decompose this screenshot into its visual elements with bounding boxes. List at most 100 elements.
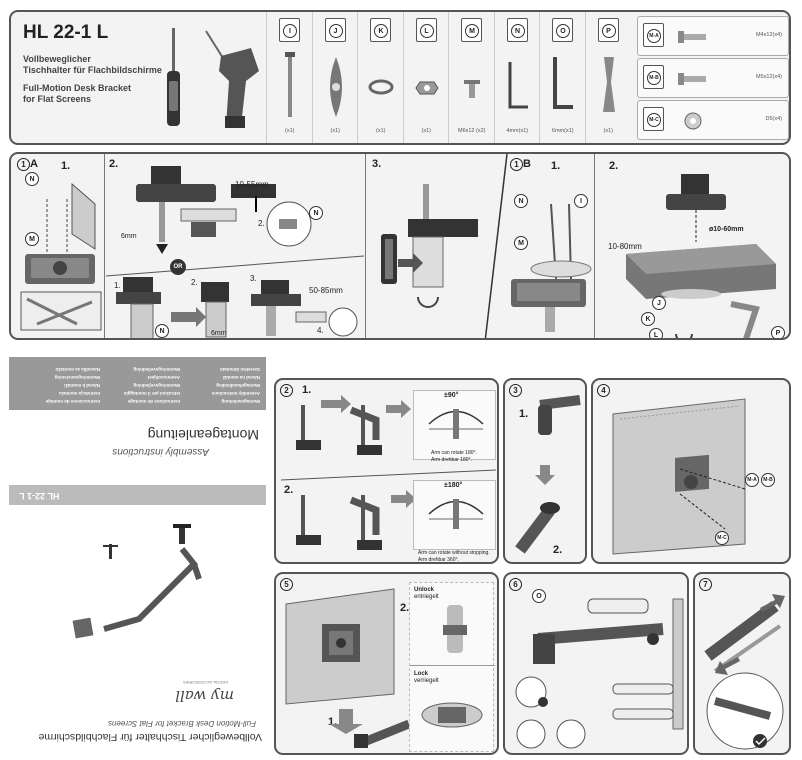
brand-logo: my wall DIGITAL ACCESSORIES	[175, 680, 234, 705]
cover-arm-drawing	[72, 524, 202, 639]
part-j-circle: J	[652, 296, 666, 310]
language-item: Instructions de montage	[127, 399, 180, 404]
title-en-1: Full-Motion Desk Bracket	[23, 83, 132, 93]
base-bolt-drawing	[511, 203, 592, 332]
language-item: Assembly instructions	[211, 391, 260, 396]
screw-bag-icon: M-C	[643, 107, 664, 131]
language-item: Návod na montáž	[222, 375, 260, 380]
lock-de: verriegelt	[414, 678, 439, 684]
part-bag-icon: N	[506, 18, 528, 42]
cover-model-bar: HL 22-1 L	[9, 485, 266, 505]
washer-icon	[684, 112, 702, 130]
alt-step-1: 1.	[114, 281, 121, 290]
part-drawing	[602, 57, 615, 112]
screw-icon	[678, 73, 706, 85]
range-10-55: 10-55mm	[235, 180, 269, 189]
part-bag-icon: I	[279, 18, 300, 42]
screw-icon	[678, 31, 706, 43]
note2-de: Arm drehbar 360°.	[418, 557, 459, 563]
part-quantity: M6x12 (x2)	[457, 128, 486, 134]
title-en-2: for Flat Screens	[23, 94, 92, 104]
part-bag-icon: P	[597, 18, 619, 42]
step2-sub1: 1.	[302, 384, 312, 396]
part-quantity: 6mm(x1)	[551, 128, 574, 134]
desk-thickness: 10-80mm	[608, 242, 642, 251]
step2-panel: 2 1. 2. ±90° Arm can rotate 180°. Arm dr…	[274, 378, 499, 564]
tool-6mm-alt: 6mm	[211, 330, 227, 337]
rotate-180-box: ±90°	[413, 390, 496, 460]
part-n-circle: N	[25, 172, 39, 186]
divider-step2	[280, 469, 497, 481]
part-k-circle: K	[641, 312, 655, 326]
part-letter-circle: N	[510, 24, 525, 38]
step5-panel: 5 1. 2. Unlock entriegelt Lock verriegel…	[274, 572, 499, 755]
language-item: Montageanleitung	[221, 399, 261, 404]
cover-title-de: Montageanleitung	[147, 427, 259, 443]
cover-page: Montageanleitung Instructions de montage I…	[9, 357, 266, 757]
divider-diagonal	[484, 154, 508, 338]
part-bag-icon: M	[461, 18, 482, 42]
step4-number: 4	[597, 384, 610, 397]
step4-panel: 4 M-A M-B M-C	[591, 378, 791, 564]
note1-en: Arm can rotate 180°.	[431, 450, 477, 456]
step1b-sub2: 2.	[609, 160, 619, 172]
language-item: Monteringsvejledning	[133, 383, 180, 388]
divider	[365, 154, 366, 338]
clamp-drawing	[136, 166, 312, 254]
part-bag-icon: O	[552, 18, 573, 42]
screw-bag-icon: M-A	[643, 23, 664, 47]
step6-panel: 6 O	[503, 572, 689, 755]
part-bag-icon: K	[370, 18, 391, 42]
part-quantity: (x1)	[421, 128, 431, 134]
screw-mc-circle: M-C	[715, 531, 729, 545]
part-l-circle: L	[649, 328, 663, 338]
part-drawing	[508, 62, 528, 109]
step7-number: 7	[699, 578, 712, 591]
divider	[410, 665, 495, 666]
screw-m-a: M-A M4x12(x4)	[637, 16, 789, 56]
part-drawing	[414, 81, 439, 95]
alt-step-2: 2.	[191, 278, 198, 287]
part-o: O 6mm(x1)	[539, 12, 586, 143]
step7-panel: 7	[693, 572, 791, 755]
or-badge: OR	[170, 259, 186, 275]
lock-detail-box: Unlock entriegelt Lock verriegelt	[409, 582, 495, 752]
divider	[594, 154, 595, 338]
step3-number: 3	[509, 384, 522, 397]
alt-step-3: 3.	[250, 274, 257, 283]
arm-pole-drawing	[296, 395, 411, 455]
part-quantity: (x1)	[603, 128, 613, 134]
tool-6mm: 6mm	[121, 233, 137, 240]
part-k: K (x1)	[357, 12, 404, 143]
clamp-insert-drawing	[381, 184, 478, 308]
range-50-85: 50-85mm	[309, 286, 343, 295]
cover-langs-block: Montageanleitung Instructions de montage I…	[9, 357, 266, 410]
part-bag-icon: J	[324, 18, 346, 42]
divider	[104, 154, 105, 338]
cover-bottom-en: Full-Motion Desk Bracket for Flat Screen…	[107, 719, 256, 728]
part-o-circle: O	[532, 589, 546, 603]
step5-sub2: 2.	[400, 602, 410, 614]
screw-spec: M4x12(x4)	[756, 32, 782, 38]
step1a-sub3: 3.	[372, 158, 382, 170]
monitor-attach-drawing	[285, 588, 411, 749]
step6-number: 6	[509, 578, 522, 591]
part-quantity: (x1)	[376, 128, 386, 134]
part-drawing	[368, 79, 394, 95]
screw-bag-icon: M-B	[643, 65, 664, 89]
screw-mb-circle: M-B	[761, 473, 775, 487]
part-letter-circle: P	[601, 24, 616, 38]
screw-spec: D5(x4)	[765, 116, 782, 122]
desk-through-drawing	[626, 174, 776, 338]
language-item: Szerelési útmutató	[219, 367, 260, 372]
language-item: Instrukcja montażu	[58, 391, 100, 396]
angle-180: ±180°	[444, 482, 463, 489]
step1-circle-icon: 1	[510, 158, 523, 171]
angle-90: ±90°	[444, 392, 459, 399]
rotate-arrow-icon	[428, 499, 484, 529]
note1-de: Arm drehbar 180°.	[431, 457, 472, 463]
part-letter-circle: I	[283, 24, 297, 38]
base-plate-drawing	[20, 182, 102, 331]
